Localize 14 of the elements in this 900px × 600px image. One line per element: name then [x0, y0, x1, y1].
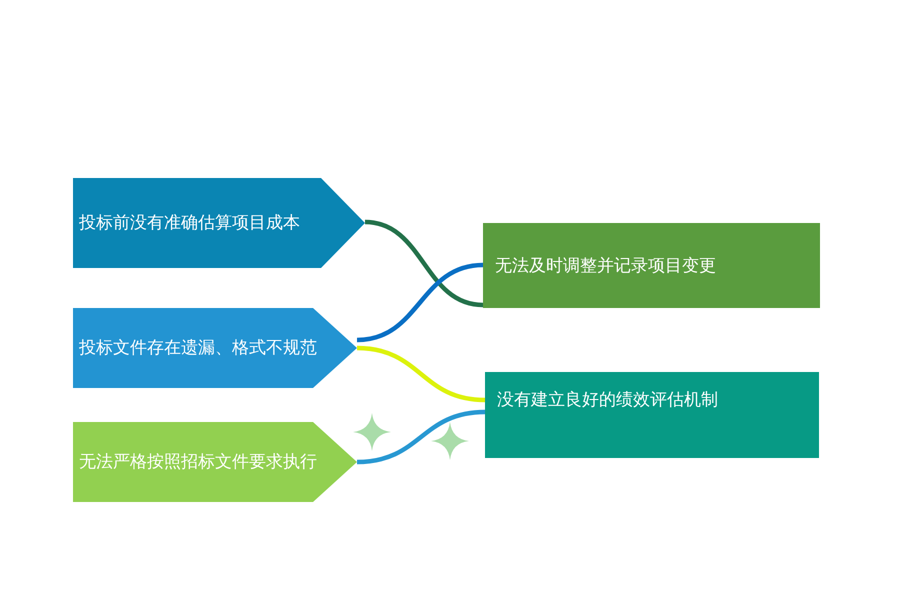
connector-curve	[356, 262, 484, 342]
arrow-shape-box	[73, 178, 365, 268]
arrow-shape-box	[73, 308, 357, 388]
node-label: 无法及时调整并记录项目变更	[495, 254, 716, 278]
connector-curve	[356, 346, 486, 402]
node-label: 没有建立良好的绩效评估机制	[497, 389, 718, 412]
node-label: 无法严格按照招标文件要求执行	[79, 451, 317, 474]
text-box	[483, 223, 820, 308]
node-label: 投标前没有准确估算项目成本	[79, 212, 300, 235]
text-box	[485, 372, 819, 458]
connector-curve	[364, 220, 484, 308]
arrow-shape-box	[73, 422, 357, 502]
node-label: 投标文件存在遗漏、格式不规范	[79, 337, 317, 360]
connector-curve	[356, 410, 486, 464]
